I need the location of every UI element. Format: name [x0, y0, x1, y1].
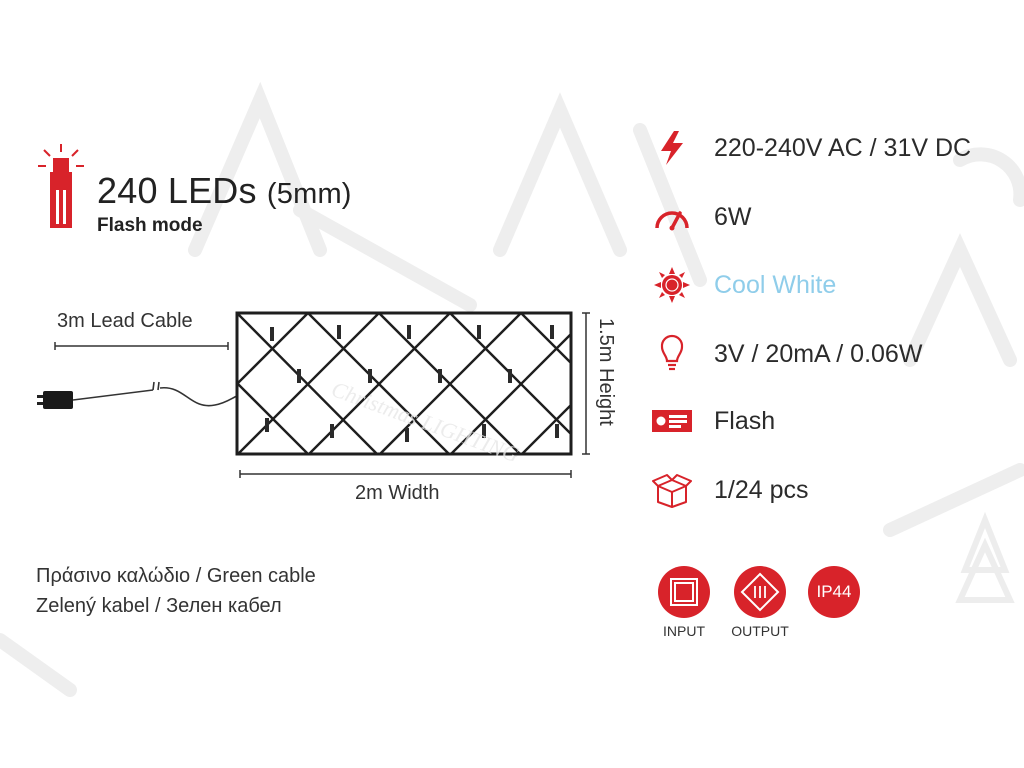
spec-packaging: 1/24 pcs: [650, 470, 809, 510]
spec-color-value: Cool White: [714, 270, 837, 299]
output-diamond-icon: [740, 572, 780, 612]
lightning-icon: [661, 131, 683, 165]
bulb-icon: [660, 334, 684, 371]
width-label: 2m Width: [355, 482, 440, 504]
output-badge-label: OUTPUT: [731, 623, 789, 639]
cable-info-line2: Zelený kabel / Зелен кабел: [36, 595, 282, 617]
spec-power: 6W: [650, 197, 752, 237]
spec-packaging-value: 1/24 pcs: [714, 475, 809, 504]
input-square-icon: [670, 578, 698, 606]
input-badge-label: INPUT: [663, 623, 705, 639]
box-icon: [652, 474, 692, 508]
ip-rating-badge: IP44: [808, 566, 860, 618]
lead-cable-dimension: [54, 342, 229, 350]
lead-cable-label: 3m Lead Cable: [57, 310, 193, 332]
net-mesh: [236, 312, 572, 455]
net-led-bulbs: [265, 325, 559, 442]
spec-color: Cool White: [650, 265, 836, 305]
sun-icon: [654, 267, 690, 303]
height-dimension: [582, 312, 590, 455]
led-count-title: 240 LEDs (5mm): [97, 170, 352, 212]
led-bulb-icon: [38, 144, 84, 228]
plug-icon: [37, 391, 73, 409]
lead-cable: [72, 389, 154, 401]
ip-rating-text: IP44: [816, 582, 852, 601]
spec-led-rating-value: 3V / 20mA / 0.06W: [714, 339, 923, 368]
width-dimension: [239, 470, 572, 478]
mode-subtitle: Flash mode: [97, 215, 203, 236]
led-size: (5mm): [266, 178, 352, 210]
gauge-icon: [655, 211, 689, 231]
input-badge: [658, 566, 710, 618]
led-count: 240 LEDs: [97, 170, 257, 211]
spec-voltage: 220-240V AC / 31V DC: [650, 128, 971, 168]
flash-mode-icon: [652, 410, 692, 432]
output-badge: [734, 566, 786, 618]
spec-led-rating: 3V / 20mA / 0.06W: [650, 334, 922, 374]
spec-mode-value: Flash: [714, 406, 776, 435]
height-label: 1.5m Height: [595, 318, 617, 426]
spec-voltage-value: 220-240V AC / 31V DC: [714, 133, 972, 162]
spec-power-value: 6W: [714, 202, 752, 231]
cable-info-line1: Πράσινο καλώδιο / Green cable: [36, 565, 316, 587]
spec-mode: Flash: [650, 401, 775, 441]
